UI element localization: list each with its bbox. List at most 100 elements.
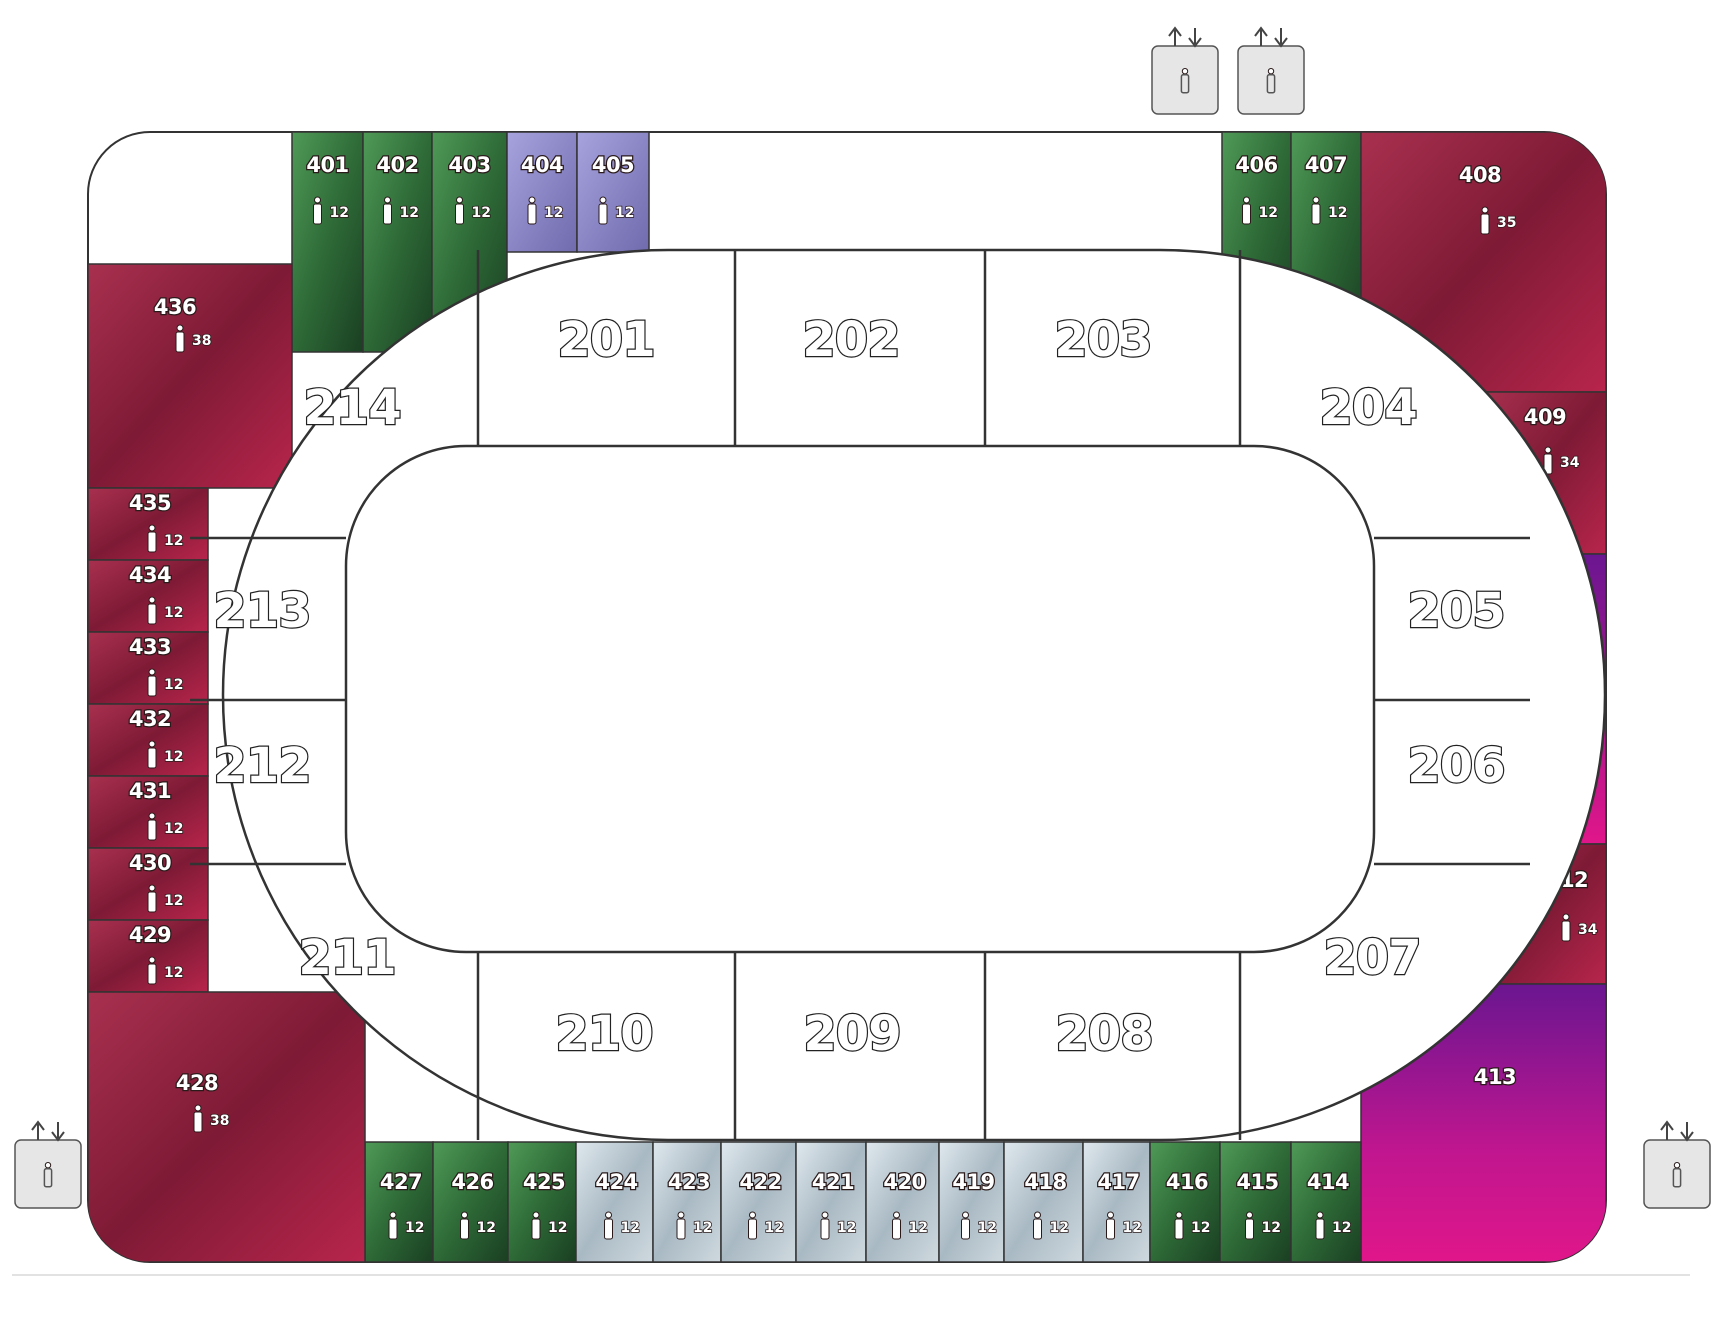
section-label: 213 bbox=[213, 583, 310, 639]
suite-capacity: 12 bbox=[1050, 1220, 1069, 1236]
suite-label: 420 bbox=[883, 1170, 925, 1194]
suite-capacity: 12 bbox=[693, 1220, 712, 1236]
section-label: 205 bbox=[1407, 583, 1504, 639]
up-down-arrows-icon bbox=[1660, 1120, 1694, 1142]
section-201[interactable]: 201 bbox=[556, 311, 657, 369]
person-icon bbox=[598, 196, 608, 225]
suite-label: 405 bbox=[592, 153, 634, 177]
suite-capacity: 12 bbox=[837, 1220, 856, 1236]
suite-427[interactable]: 427 12 bbox=[364, 1141, 434, 1262]
person-icon bbox=[1033, 1211, 1042, 1240]
suite-label: 422 bbox=[739, 1170, 781, 1194]
suite-label: 401 bbox=[306, 153, 348, 177]
elevator-icon bbox=[1643, 1120, 1711, 1209]
up-down-arrows-icon bbox=[31, 1120, 65, 1142]
up-down-arrows-icon bbox=[1254, 26, 1288, 48]
section-209[interactable]: 209 bbox=[802, 1005, 903, 1063]
suite-capacity: 12 bbox=[330, 205, 349, 221]
section-label: 208 bbox=[1055, 1006, 1152, 1062]
section-210[interactable]: 210 bbox=[554, 1005, 655, 1063]
section-213[interactable]: 213 bbox=[212, 582, 313, 640]
suite-capacity: 12 bbox=[978, 1220, 997, 1236]
person-icon bbox=[1561, 913, 1571, 942]
suite-capacity: 12 bbox=[1191, 1220, 1210, 1236]
lower-bowl bbox=[190, 248, 1607, 1142]
section-205[interactable]: 205 bbox=[1406, 582, 1507, 640]
suite-424[interactable]: 424 12 bbox=[575, 1141, 654, 1262]
person-icon bbox=[1672, 1162, 1682, 1188]
suite-capacity: 12 bbox=[1332, 1220, 1351, 1236]
suite-capacity: 12 bbox=[1259, 205, 1278, 221]
section-203[interactable]: 203 bbox=[1053, 311, 1154, 369]
suite-capacity: 12 bbox=[164, 821, 183, 837]
section-label: 204 bbox=[1319, 380, 1416, 436]
suite-label: 436 bbox=[154, 295, 196, 319]
suite-capacity: 38 bbox=[210, 1113, 229, 1129]
person-icon bbox=[1266, 68, 1276, 94]
person-icon bbox=[604, 1211, 613, 1240]
suite-capacity: 12 bbox=[621, 1220, 640, 1236]
suite-label: 429 bbox=[129, 923, 171, 947]
person-icon bbox=[676, 1211, 686, 1240]
suite-label: 415 bbox=[1236, 1170, 1278, 1194]
person-icon bbox=[147, 740, 157, 769]
section-214[interactable]: 214 bbox=[302, 379, 403, 437]
suite-label: 407 bbox=[1305, 153, 1347, 177]
suite-420[interactable]: 420 12 bbox=[865, 1141, 940, 1262]
person-icon bbox=[1180, 68, 1190, 94]
section-202[interactable]: 202 bbox=[801, 311, 902, 369]
suite-label: 425 bbox=[523, 1170, 565, 1194]
section-211[interactable]: 211 bbox=[297, 929, 398, 987]
lower-bowl-labels: 201 202 203 204 205 206 207 208 209 210 211 212 213 2… bbox=[212, 311, 1507, 1063]
section-label: 207 bbox=[1323, 930, 1420, 986]
suite-label: 427 bbox=[380, 1170, 422, 1194]
suite-label: 424 bbox=[595, 1170, 637, 1194]
suite-401[interactable]: 401 12 bbox=[291, 132, 364, 353]
suite-capacity: 12 bbox=[1123, 1220, 1142, 1236]
section-208[interactable]: 208 bbox=[1054, 1005, 1155, 1063]
suite-capacity: 12 bbox=[1328, 205, 1347, 221]
suite-label: 403 bbox=[448, 153, 490, 177]
section-204[interactable]: 204 bbox=[1318, 379, 1419, 437]
person-icon bbox=[1543, 446, 1553, 475]
suite-capacity: 12 bbox=[909, 1220, 928, 1236]
suite-capacity: 12 bbox=[405, 1220, 424, 1236]
suite-capacity: 34 bbox=[1560, 455, 1580, 471]
person-icon bbox=[527, 196, 537, 225]
person-icon bbox=[193, 1104, 203, 1133]
person-icon bbox=[383, 196, 392, 225]
section-207[interactable]: 207 bbox=[1322, 929, 1423, 987]
arena-floor bbox=[344, 444, 1376, 954]
section-212[interactable]: 212 bbox=[212, 737, 313, 795]
suite-capacity: 12 bbox=[472, 205, 491, 221]
section-206[interactable]: 206 bbox=[1406, 737, 1507, 795]
suite-capacity: 12 bbox=[400, 205, 419, 221]
elevator-icon bbox=[1237, 26, 1305, 115]
person-icon bbox=[1242, 196, 1251, 225]
section-label: 202 bbox=[802, 312, 899, 368]
